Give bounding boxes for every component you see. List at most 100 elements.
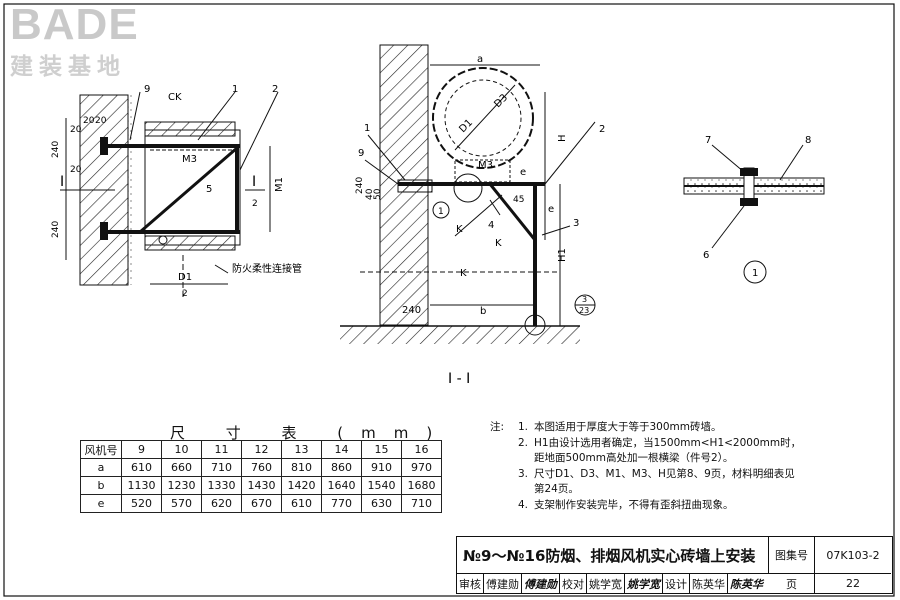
notes-label: 注: [490, 421, 505, 433]
section-floor [340, 326, 580, 344]
table-cell: 1680 [401, 476, 442, 495]
elev-dim-20a: 20 [70, 125, 82, 135]
elev-m1: M1 [274, 177, 285, 192]
table-cell: 710 [401, 494, 442, 513]
table-cell: 1640 [321, 476, 362, 495]
logo-subtitle: 建装基地 [10, 54, 126, 80]
sec-callout-4: 4 [488, 220, 494, 231]
table-cell: 610 [281, 494, 322, 513]
page-label: 页 [769, 574, 815, 593]
page-frame [3, 3, 895, 597]
det-callout-7: 7 [705, 135, 711, 146]
elev-dim-20b: 20 [83, 116, 95, 126]
atlas-number-label: 图集号 [769, 537, 815, 574]
row-label: b [80, 476, 122, 495]
table-cell: 770 [321, 494, 362, 513]
elev-fire-pipe: 防火柔性连接管 [232, 262, 302, 275]
table-cell: 1230 [161, 476, 202, 495]
sec-callout-2: 2 [599, 124, 605, 135]
table-cell: 1330 [201, 476, 242, 495]
section-view: a D3 D1 M3 e e H H1 b 240 40 50 240 45 1… [340, 44, 605, 387]
elevation-view: D1 M3 M1 I I 20 20 20 20 240 240 9 CK 1 … [51, 84, 302, 300]
sec-circle-ref: 1 [438, 207, 444, 217]
row-label: e [80, 494, 122, 513]
table-cell: 520 [121, 494, 162, 513]
atlas-number: 07K103-2 [815, 537, 891, 574]
table-cell: 610 [121, 458, 162, 477]
sec-h: H [557, 134, 568, 142]
elev-callout-2b: 2 [252, 199, 258, 209]
det-callout-8: 8 [805, 135, 811, 146]
elev-dim-20c: 20 [95, 116, 107, 126]
col-header: 10 [161, 440, 202, 459]
table-cell: 620 [201, 494, 242, 513]
detail-view: 7 8 6 1 [683, 135, 825, 284]
table-cell: 1540 [361, 476, 402, 495]
sec-a: a [477, 54, 483, 65]
sec-title: I - I [448, 371, 470, 387]
note-number: 3. [518, 467, 529, 480]
sec-k1: K [456, 224, 463, 235]
dimension-table-title: 尺 寸 表 (mm) [170, 424, 451, 442]
dimension-table: 风机号 9 10 11 12 13 14 15 16 a 610 660 710… [80, 440, 442, 513]
elev-dim-20d: 20 [70, 165, 82, 175]
sec-e2: e [548, 204, 554, 215]
sec-k3: K [460, 268, 467, 279]
notes: 注: 1. 本图适用于厚度大于等于300mm砖墙。 2. H1由设计选用者确定，… [490, 420, 801, 513]
table-header-label: 风机号 [80, 440, 122, 459]
sec-b: b [480, 306, 486, 317]
table-row: a 610 660 710 760 810 860 910 970 [80, 458, 442, 477]
checker-name: 姚学宽 [587, 574, 625, 593]
note-text: 第24页。 [534, 483, 579, 495]
table-cell: 660 [161, 458, 202, 477]
sec-dim-240v: 240 [355, 177, 365, 194]
table-cell: 1420 [281, 476, 322, 495]
sec-ref-den: 23 [579, 306, 589, 315]
elev-callout-5: 5 [206, 184, 212, 195]
check-label: 校对 [560, 574, 587, 593]
table-cell: 860 [321, 458, 362, 477]
page-number: 22 [846, 577, 860, 590]
note-text: H1由设计选用者确定，当1500mm<H1<2000mm时， [534, 436, 802, 449]
note-text: 尺寸D1、D3、M1、M3、H见第8、9页，材料明细表见 [534, 467, 795, 480]
design-label: 设计 [663, 574, 690, 593]
sec-angle: 45 [513, 195, 524, 205]
table-cell: 810 [281, 458, 322, 477]
sec-callout-3: 3 [573, 218, 579, 229]
reviewer-name: 傅建勋 [484, 574, 522, 593]
elev-callout-9: 9 [144, 84, 150, 95]
sec-dim-240: 240 [402, 305, 421, 316]
col-header: 12 [241, 440, 282, 459]
note-number: 1. [518, 421, 529, 433]
sec-e1: e [520, 167, 526, 178]
elev-callout-2c: 2 [182, 289, 188, 299]
table-cell: 760 [241, 458, 282, 477]
note-number: 4. [518, 498, 529, 511]
sec-h1: H1 [557, 248, 568, 262]
sec-dim-40: 40 [365, 188, 375, 200]
lower-flange [144, 235, 236, 251]
table-header-row: 风机号 9 10 11 12 13 14 15 16 [80, 440, 442, 459]
col-header: 13 [281, 440, 322, 459]
table-cell: 630 [361, 494, 402, 513]
note-text: 本图适用于厚度大于等于300mm砖墙。 [534, 421, 722, 433]
logo-bade: BADE [10, 0, 139, 49]
table-cell: 1430 [241, 476, 282, 495]
sec-dim-50: 50 [373, 188, 383, 200]
fan-circle-inner [444, 79, 522, 157]
fan-circle-outer [432, 67, 534, 169]
title-block: №9～№16防烟、排烟风机实心砖墙上安装 图集号 07K103-2 审核 傅建勋… [456, 536, 893, 594]
sec-d1: D1 [457, 117, 475, 135]
sec-k2: K [495, 238, 502, 249]
elev-dim-240a: 240 [51, 141, 61, 158]
table-cell: 670 [241, 494, 282, 513]
elev-callout-1: 1 [232, 84, 238, 95]
drawing-title: №9～№16防烟、排烟风机实心砖墙上安装 [457, 537, 769, 574]
table-row: e 520 570 620 670 610 770 630 710 [80, 494, 442, 513]
sec-callout-1: 1 [364, 123, 370, 134]
elev-m3: M3 [182, 154, 197, 165]
elev-section-right: I [252, 174, 256, 190]
col-header: 14 [321, 440, 362, 459]
signature-row: 审核 傅建勋 傅建勋 校对 姚学宽 姚学宽 设计 陈英华 陈英华 [457, 574, 769, 593]
